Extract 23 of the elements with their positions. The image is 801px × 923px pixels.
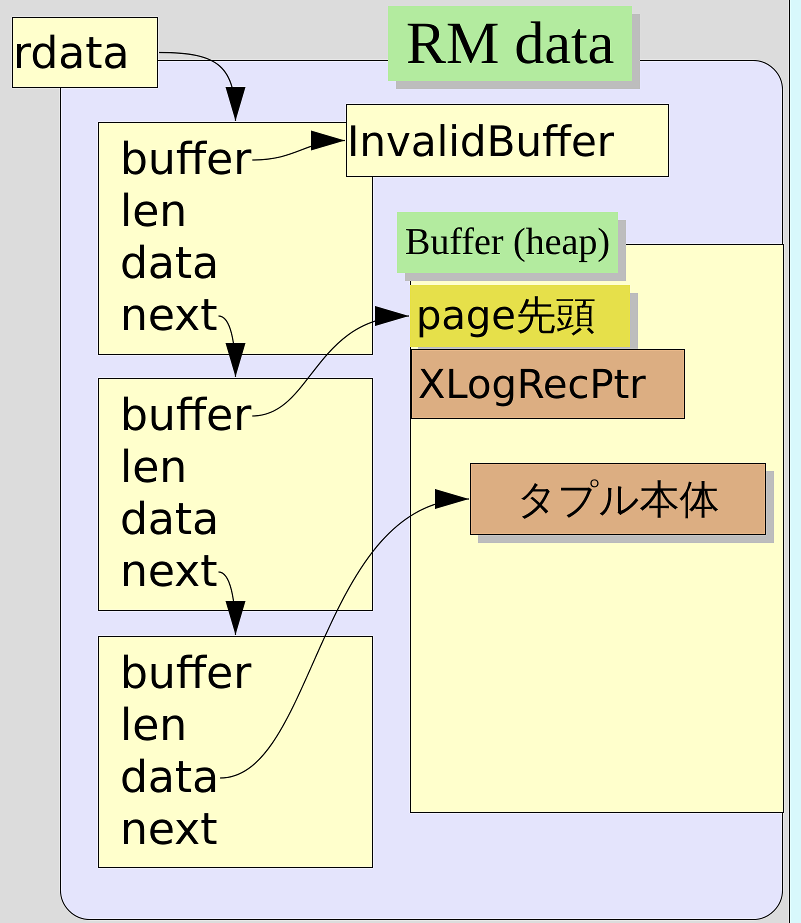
label-box: rdata [12, 17, 158, 88]
arrow [252, 309, 410, 417]
field-label: next [120, 546, 218, 598]
label-box: InvalidBuffer [346, 104, 669, 177]
field-label: len [120, 186, 188, 238]
field-label: buffer [120, 648, 252, 700]
memory-field: page先頭 [410, 285, 630, 347]
field-label: buffer [120, 134, 252, 186]
field-label: data [120, 494, 220, 546]
panel-heading: RM data [388, 6, 632, 81]
record-box [98, 378, 373, 611]
field-label: next [120, 290, 218, 342]
field-label: len [120, 700, 188, 752]
arrow [218, 315, 246, 377]
field-label: data [120, 238, 220, 290]
field-label: len [120, 442, 188, 494]
field-label: next [120, 804, 218, 856]
field-label: data [120, 752, 220, 804]
field-label: buffer [120, 390, 252, 442]
panel-heading: Buffer (heap) [397, 212, 618, 273]
memory-field: XLogRecPtr [411, 349, 685, 419]
arrow [252, 132, 346, 161]
arrow [158, 52, 245, 122]
